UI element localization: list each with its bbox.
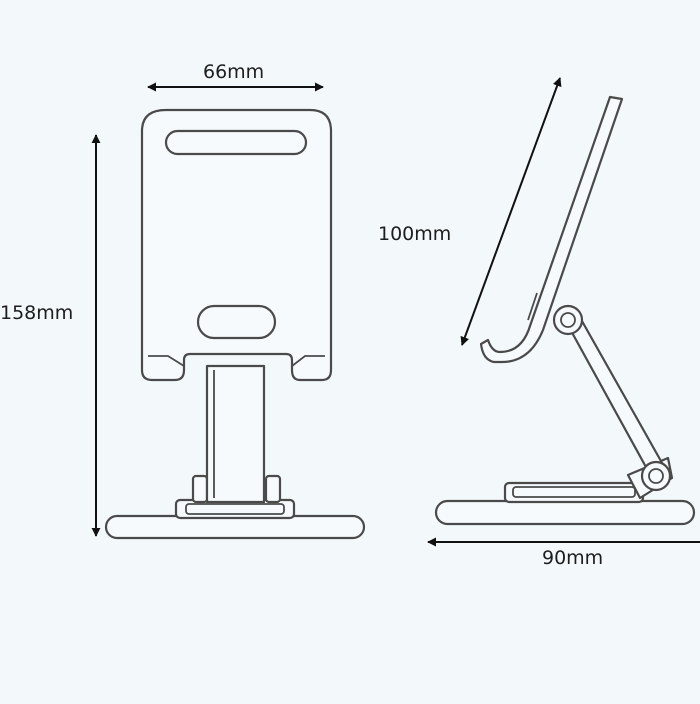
arm-dimension-arrow — [460, 77, 562, 346]
side-holder-plate — [479, 95, 624, 364]
front-top-slot — [164, 129, 308, 156]
front-base — [104, 514, 366, 540]
front-left-lip — [148, 355, 185, 367]
depth-dimension-label: 90mm — [542, 547, 604, 569]
height-dimension-label: 158mm — [0, 302, 74, 324]
front-turntable-ring — [185, 503, 285, 515]
side-view — [434, 95, 696, 526]
front-center-slot — [196, 304, 277, 340]
side-lower-hinge — [640, 460, 672, 492]
side-turntable-ring — [512, 486, 636, 498]
front-holder-plate — [140, 108, 333, 382]
width-dimension-label: 66mm — [203, 61, 265, 83]
front-column — [205, 364, 266, 504]
front-view — [104, 108, 366, 540]
front-left-clip — [191, 474, 209, 504]
front-right-lip — [291, 355, 325, 367]
side-base — [434, 499, 696, 526]
side-lower-hinge-bolt — [648, 468, 664, 484]
dimension-lines — [91, 77, 700, 547]
side-arm — [562, 312, 668, 480]
side-upper-hinge — [552, 304, 584, 336]
side-turntable — [503, 481, 645, 504]
front-right-clip — [264, 474, 282, 504]
arm-dimension-label: 100mm — [378, 223, 452, 245]
